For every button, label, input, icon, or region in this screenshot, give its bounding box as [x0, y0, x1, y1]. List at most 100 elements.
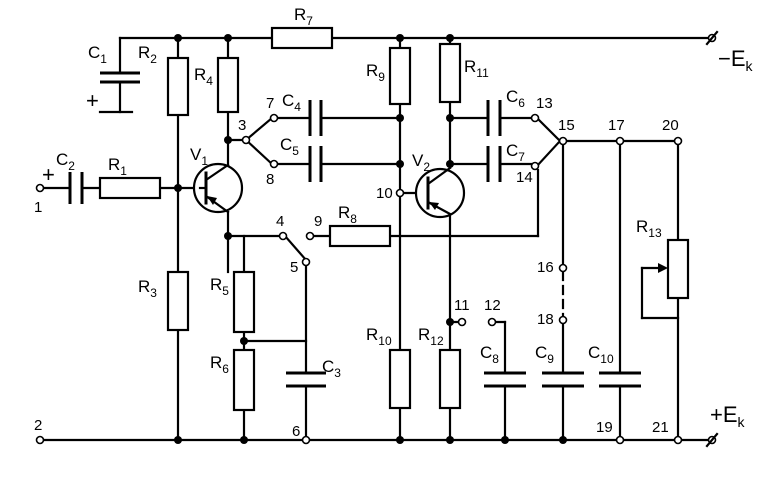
terminal-number-16: 16	[537, 259, 554, 276]
switch-15-arm-14	[535, 139, 562, 168]
resistor-r3	[166, 270, 190, 332]
label-c10: C10	[588, 343, 614, 366]
label-c6: C6	[506, 87, 525, 110]
resistor-r12	[438, 348, 462, 410]
component-labels: C1 C2 C3 C4 C5 C6 C7 C8 C9 C10 R1 R2 R3 …	[56, 5, 662, 380]
terminal-6	[301, 435, 311, 445]
terminal-number-5: 5	[290, 259, 298, 276]
label-r1: R1	[108, 155, 127, 178]
label-r6: R6	[210, 353, 229, 376]
label-r7: R7	[294, 5, 313, 28]
terminal-4	[278, 231, 288, 241]
transistor-v1	[192, 162, 244, 214]
terminal-number-6: 6	[292, 423, 300, 440]
label-c5: C5	[280, 135, 299, 158]
v2-collector	[426, 166, 452, 186]
c2-plus-sign: +	[42, 162, 55, 187]
c1-plus-sign: +	[86, 88, 99, 113]
label-r5: R5	[210, 275, 229, 298]
label-r11: R11	[464, 57, 489, 80]
label-r9: R9	[366, 61, 385, 84]
terminal-1	[35, 183, 45, 193]
terminal-number-4: 4	[276, 213, 284, 230]
v1-emitter-arrow	[207, 196, 217, 205]
terminal-number-12: 12	[484, 297, 501, 314]
resistor-r11	[438, 42, 462, 104]
terminal-number-9: 9	[314, 213, 322, 230]
label-c1: C1	[88, 43, 107, 66]
label-r8: R8	[338, 203, 357, 226]
pos-supply-tick	[705, 432, 719, 448]
label-r3: R3	[138, 277, 157, 300]
switch-3-arm-8	[244, 138, 274, 166]
terminal-5	[301, 257, 311, 267]
transistor-v2	[414, 166, 466, 219]
resistor-r4	[216, 56, 240, 114]
label-r10: R10	[366, 325, 392, 348]
label-c4: C4	[282, 91, 301, 114]
terminal-2	[35, 435, 45, 445]
label-r12: R12	[418, 325, 444, 348]
label-r4: R4	[194, 65, 213, 88]
label-c3: C3	[322, 357, 341, 380]
terminals	[35, 33, 717, 445]
switch-15-arm-13	[535, 116, 562, 143]
terminal-13	[530, 113, 540, 123]
resistor-r1	[98, 176, 162, 200]
r13-wiper-arrow	[658, 263, 668, 273]
terminal-9	[305, 231, 315, 241]
resistor-r2	[166, 56, 190, 117]
resistors	[98, 26, 690, 412]
terminal-8	[269, 159, 279, 169]
resistor-r9	[388, 46, 412, 106]
terminal-number-10: 10	[376, 185, 393, 202]
terminal-10	[395, 188, 405, 198]
terminal-number-17: 17	[608, 117, 625, 134]
resistor-r8	[328, 224, 392, 248]
terminal-20	[673, 136, 683, 146]
resistor-r6	[232, 348, 256, 412]
resistor-r5	[232, 270, 256, 334]
switch-arms	[244, 116, 565, 318]
terminal-number-7: 7	[266, 95, 274, 112]
label-r2: R2	[138, 43, 157, 66]
terminal-number-1: 1	[34, 199, 42, 216]
label-c9: C9	[535, 343, 554, 366]
terminal-7	[269, 113, 279, 123]
neg-supply-tick	[705, 30, 719, 46]
label-v1: V1	[190, 145, 208, 168]
terminal-11	[457, 317, 467, 327]
terminal-18	[558, 315, 568, 325]
label-v2: V2	[412, 151, 430, 174]
resistor-r7	[270, 26, 334, 50]
terminal-16	[558, 263, 568, 273]
pos-supply-label: +Ek	[710, 402, 746, 430]
label-c7: C7	[506, 141, 525, 164]
terminal-17	[615, 136, 625, 146]
resistor-r10	[388, 348, 412, 410]
switch-4-arm-5	[283, 234, 308, 262]
terminal-numbers: 1 2 3 4 5 6 7 8 9 10 11 12 13 14 15 16 1…	[34, 95, 679, 440]
terminal-number-13: 13	[536, 95, 553, 112]
capacitors	[68, 71, 641, 388]
terminal-14	[530, 161, 540, 171]
terminal-number-11: 11	[454, 297, 470, 314]
label-c8: C8	[480, 343, 499, 366]
terminal-12	[487, 317, 497, 327]
resistor-r13	[666, 238, 690, 300]
neg-supply-label: −Ek	[718, 46, 754, 74]
terminal-3	[241, 135, 251, 145]
junctions	[174, 34, 567, 444]
switch-3-arm-7	[244, 116, 274, 142]
terminal-number-20: 20	[662, 117, 679, 134]
terminal-number-8: 8	[266, 171, 274, 188]
terminal-number-15: 15	[558, 117, 575, 134]
terminal-number-18: 18	[537, 311, 554, 328]
terminal-21	[673, 435, 683, 445]
label-r13: R13	[636, 217, 662, 240]
terminal-15	[558, 136, 568, 146]
v2-emitter-arrow	[429, 202, 439, 210]
label-c2: C2	[56, 150, 75, 173]
